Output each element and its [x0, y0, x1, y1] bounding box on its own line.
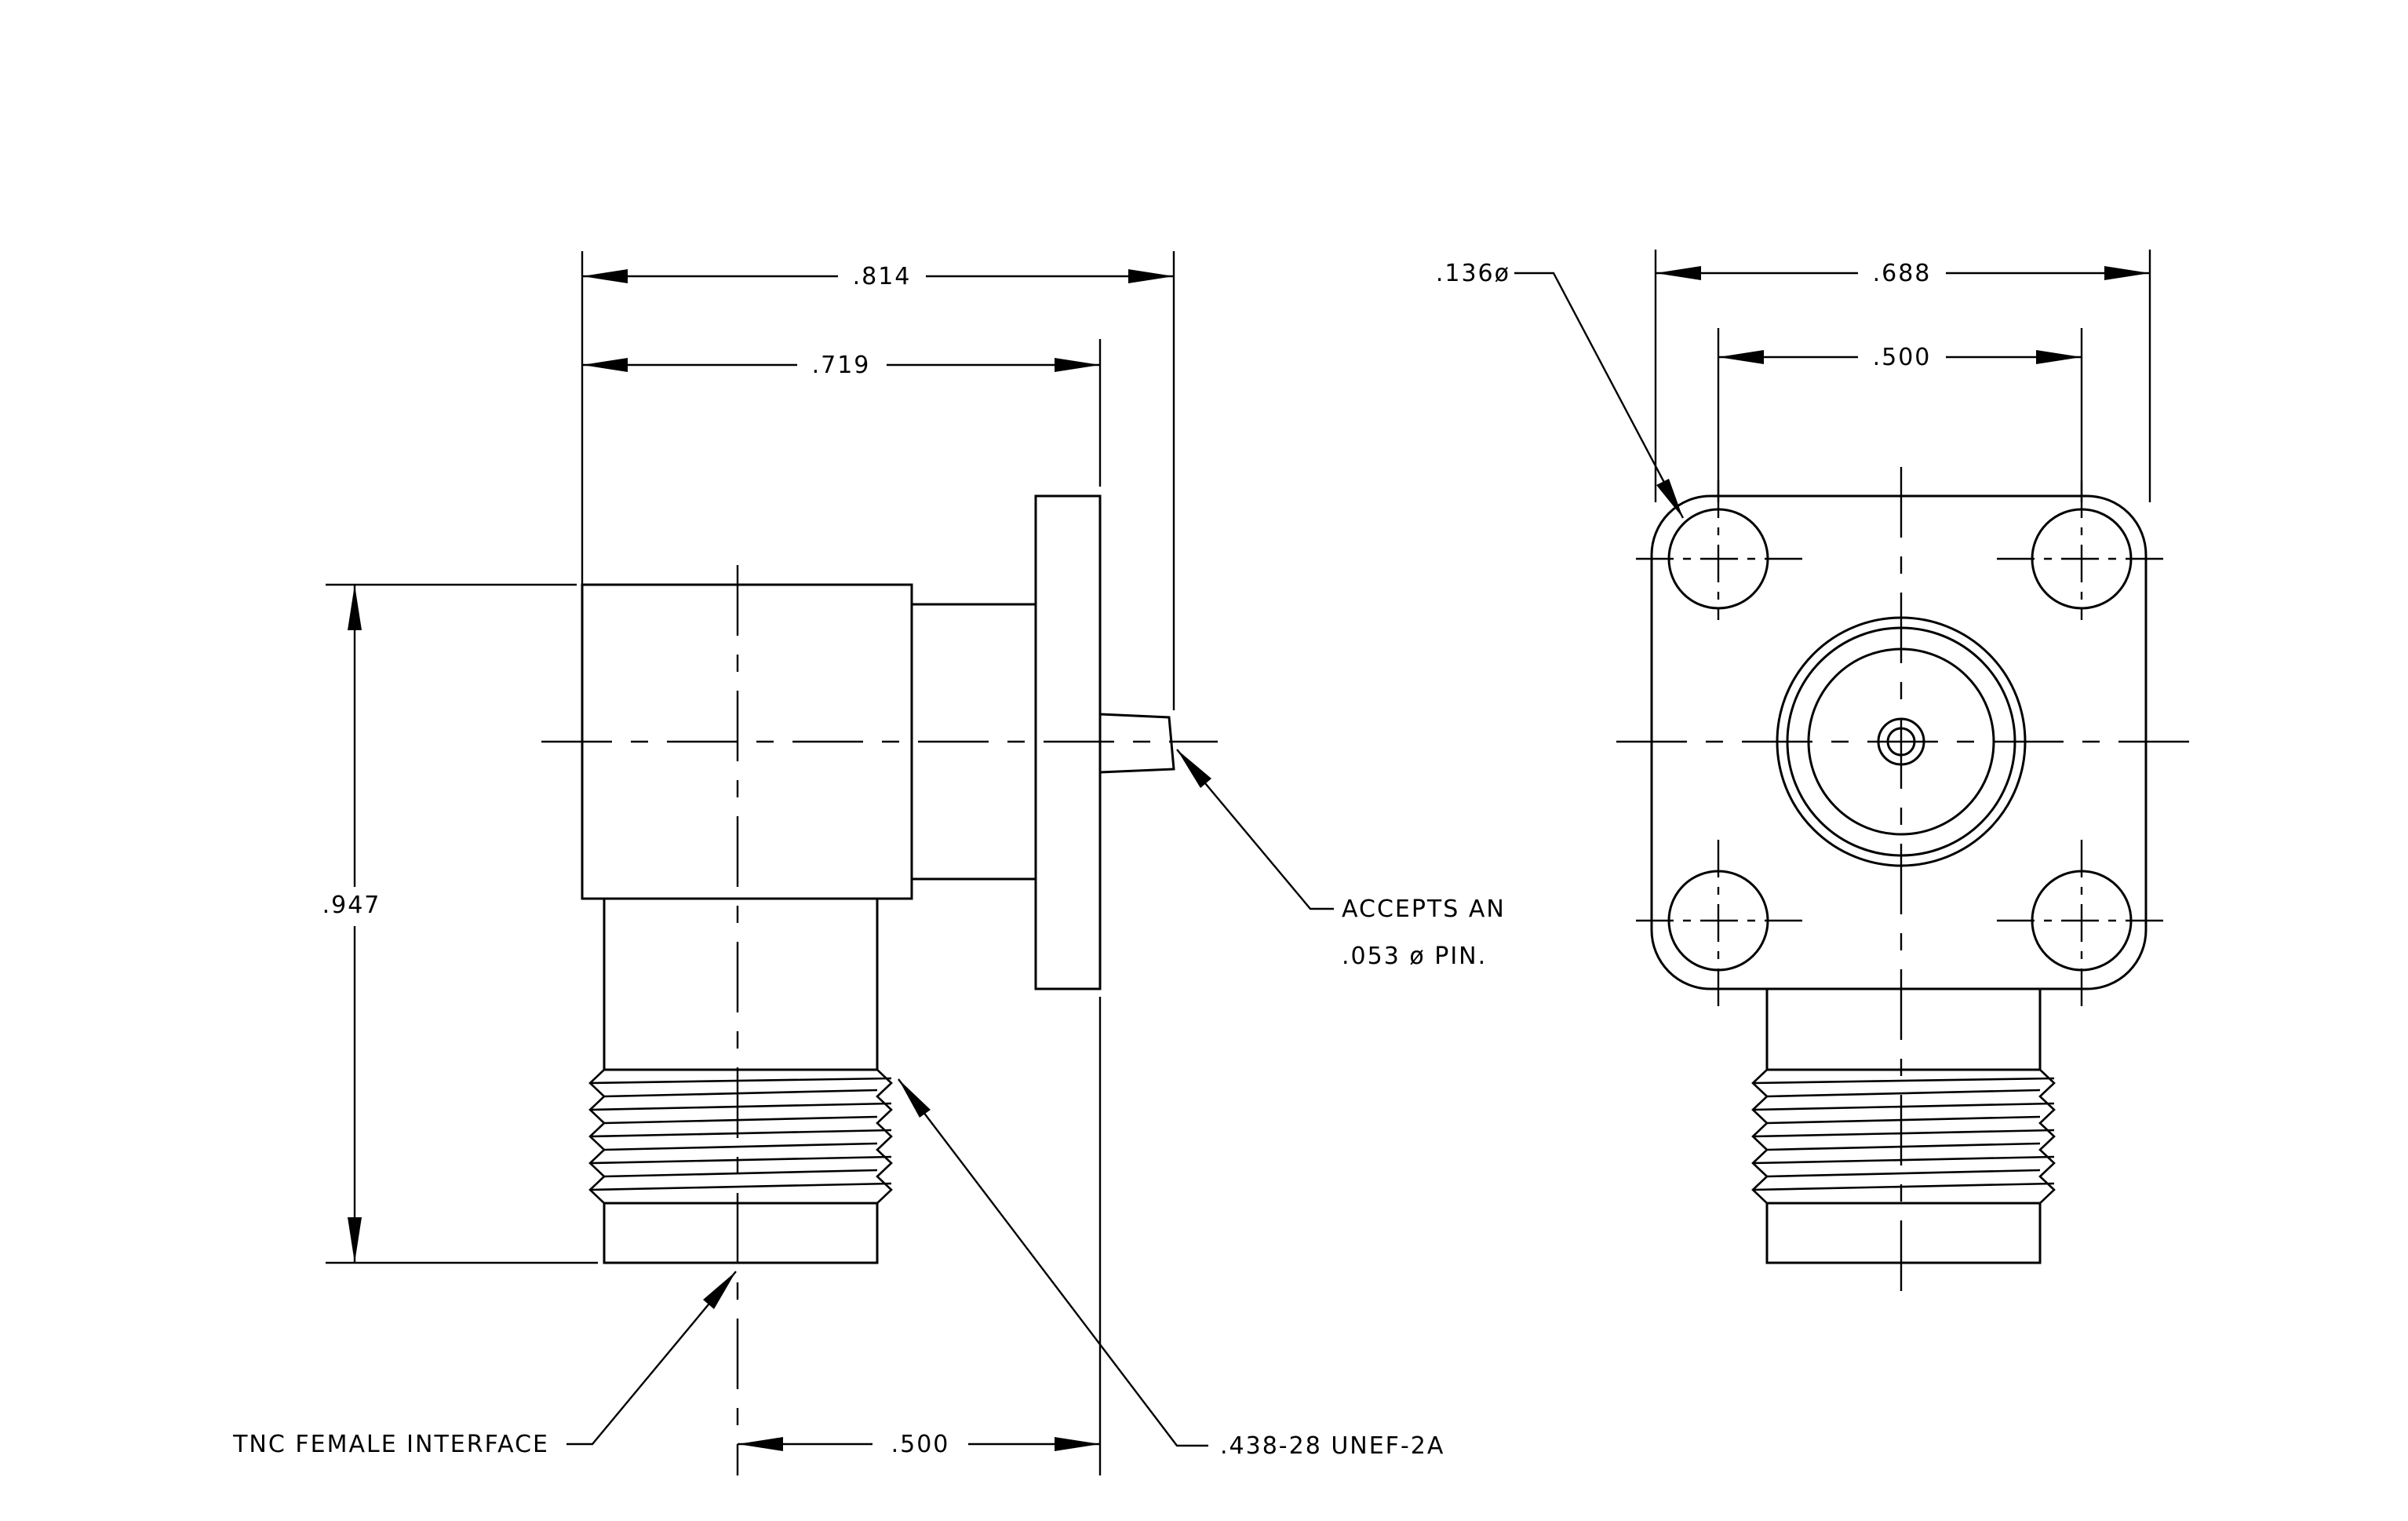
front-barrel	[1765, 987, 2042, 1071]
pin-note-line2: .053 ø PIN.	[1342, 943, 1487, 970]
bottom-collar	[603, 1202, 879, 1264]
thread-section	[588, 1068, 893, 1205]
pin-note-leader: ACCEPTS AN .053 ø PIN.	[1176, 749, 1506, 970]
dim-flange-length: .719	[582, 352, 1100, 379]
dim-flange-width: .688	[1656, 260, 2150, 287]
side-view: .814 .719 .947 .500	[232, 251, 1506, 1475]
dim-label: .719	[812, 352, 871, 379]
dim-height: .947	[322, 585, 381, 1263]
dim-interface-offset: .500	[738, 1431, 1100, 1458]
pin-note-line1: ACCEPTS AN	[1342, 895, 1506, 923]
dim-label: .500	[1873, 344, 1932, 371]
dim-label: .688	[1873, 260, 1932, 287]
dim-label: .947	[322, 892, 381, 919]
hole-diameter-note: .136ø	[1436, 260, 1510, 287]
dim-label: .500	[891, 1431, 950, 1458]
hole-diameter-leader: .136ø	[1436, 260, 1685, 519]
thread-note: .438-28 UNEF-2A	[1220, 1432, 1444, 1460]
dim-overall-length: .814	[582, 263, 1174, 290]
pin-stub	[1099, 713, 1175, 774]
dim-label: .814	[853, 263, 912, 290]
lower-barrel	[603, 897, 879, 1071]
thread-note-leader: .438-28 UNEF-2A	[898, 1078, 1444, 1460]
front-thread	[1751, 1068, 2056, 1205]
interface-note-leader: TNC FEMALE INTERFACE	[232, 1271, 737, 1458]
front-collar	[1765, 1202, 2042, 1264]
dim-hole-spacing: .500	[1718, 344, 2082, 371]
interface-note: TNC FEMALE INTERFACE	[232, 1431, 549, 1458]
front-view: .688 .500 .136ø	[1436, 250, 2189, 1307]
